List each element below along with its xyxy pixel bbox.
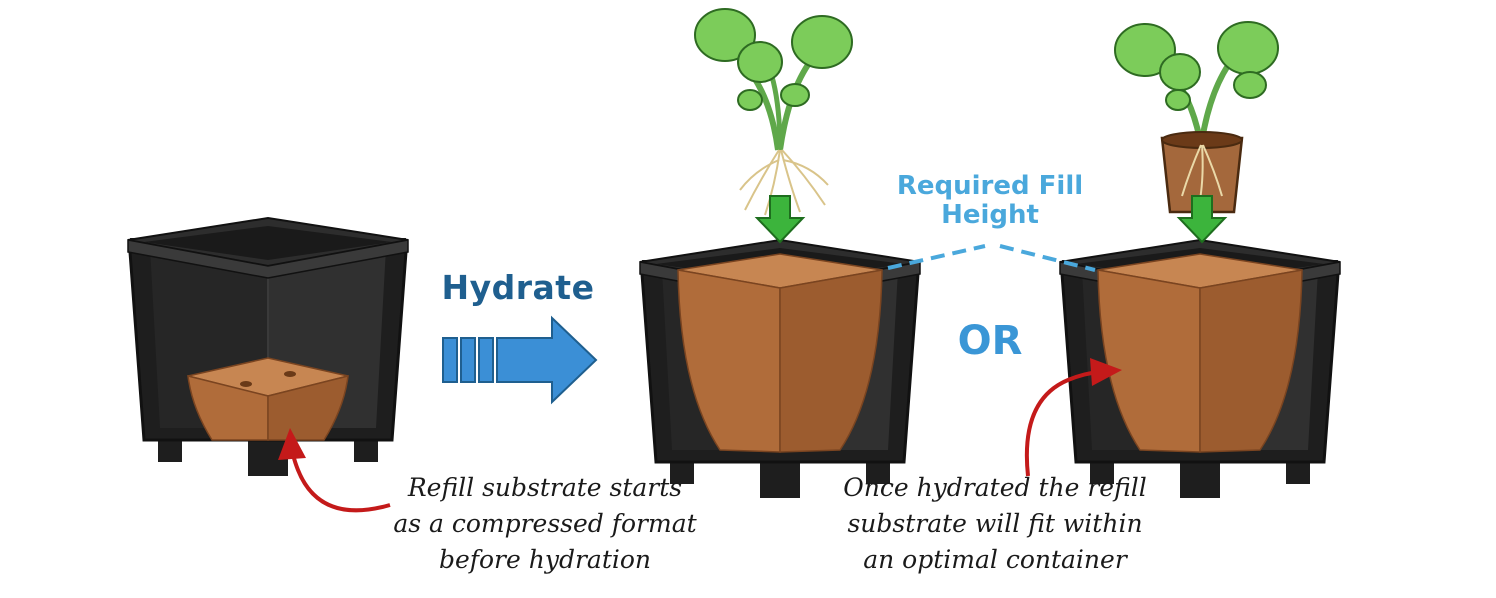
- down-arrow-plant-1: [754, 195, 806, 244]
- hydrate-arrow: [442, 315, 598, 405]
- strawberry-plant-bare-root: [694, 8, 853, 216]
- pot-hydrated-plug-plant: [1058, 238, 1342, 500]
- note-compressed: Refill substrate starts as a compressed …: [393, 473, 697, 574]
- pot-hydrated-bare-root: [638, 238, 922, 500]
- or-label: OR: [957, 318, 1023, 364]
- pointer-arrow-hydrated: [1024, 358, 1122, 477]
- strawberry-plant-plug: [1114, 21, 1279, 214]
- substrate-front: [187, 375, 269, 441]
- hydrate-label: Hydrate: [441, 268, 595, 307]
- note-hydrated: Once hydrated the refill substrate will …: [843, 473, 1147, 574]
- pot-compressed: [126, 216, 410, 478]
- pointer-arrow-compressed: [278, 428, 391, 513]
- fill-height-indicator: [887, 244, 1096, 272]
- down-arrow-plant-2: [1176, 195, 1228, 244]
- required-fill-height-label: Required Fill Height: [896, 171, 1084, 230]
